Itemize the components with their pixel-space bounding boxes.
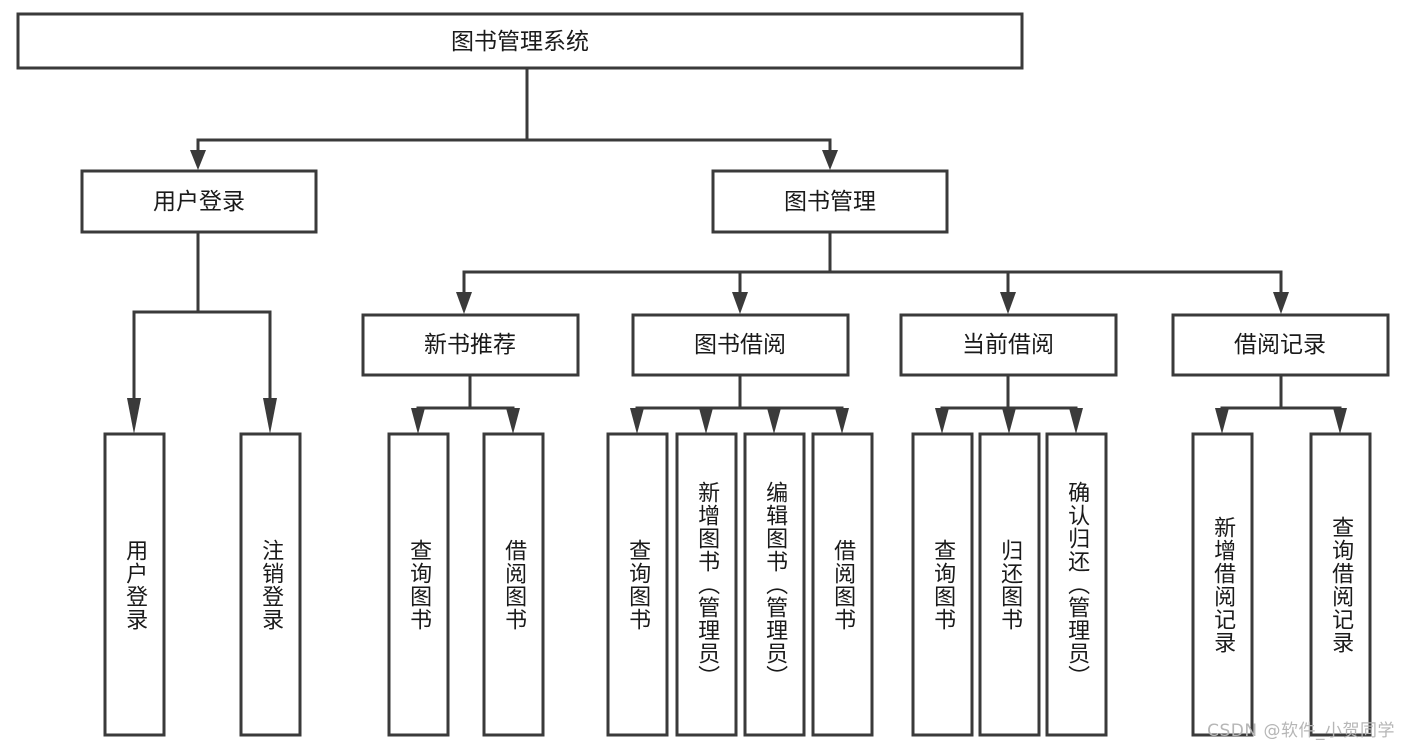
node-book-management-box[interactable] xyxy=(711,169,949,234)
arrowhead-leaf-add-book-admin xyxy=(699,408,713,434)
node-leaf-logout-login-box[interactable] xyxy=(239,432,302,737)
node-book-management-label: 图书管理 xyxy=(784,189,876,215)
arrowhead-leaf-borrow-book-1 xyxy=(506,408,520,434)
node-current-borrow[interactable]: 当前借阅 xyxy=(899,313,1118,377)
arrowhead-leaf-borrow-book-2 xyxy=(835,408,849,434)
node-book-borrow-label: 图书借阅 xyxy=(694,332,786,358)
leaf-boxes xyxy=(103,432,1372,737)
arrowhead-new-book-recommend xyxy=(456,292,472,314)
node-leaf-borrow-book-1-box[interactable] xyxy=(482,432,545,737)
node-borrow-record[interactable]: 借阅记录 xyxy=(1171,313,1390,377)
connectors-borrow-record-to-leaves xyxy=(1215,373,1347,434)
arrowhead-user-login xyxy=(190,150,206,170)
connectors-book-management-to-level3 xyxy=(456,230,1289,314)
node-book-borrow-box[interactable] xyxy=(631,313,850,377)
arrowhead-leaf-add-borrow-record xyxy=(1215,408,1229,434)
node-book-management[interactable]: 图书管理 xyxy=(711,169,949,234)
connectors-new-book-recommend-to-leaves xyxy=(411,373,520,434)
node-user-login-label: 用户登录 xyxy=(153,189,245,215)
node-leaf-query-book-3-box[interactable] xyxy=(911,432,974,737)
node-user-login-box[interactable] xyxy=(80,169,318,234)
node-leaf-confirm-return-admin-box[interactable] xyxy=(1045,432,1108,737)
arrowhead-borrow-record xyxy=(1273,292,1289,314)
node-leaf-query-book-2-box[interactable] xyxy=(606,432,669,737)
connectors-user-login-to-leaves xyxy=(127,230,277,434)
arrowhead-leaf-edit-book-admin xyxy=(767,408,781,434)
arrowhead-current-borrow xyxy=(1000,292,1016,314)
node-new-book-recommend-label: 新书推荐 xyxy=(424,332,516,358)
node-root[interactable]: 图书管理系统 xyxy=(16,12,1024,70)
arrowhead-leaf-query-book-1 xyxy=(411,408,425,434)
node-leaf-edit-book-admin-box[interactable] xyxy=(743,432,806,737)
arrowhead-leaf-confirm-return-admin xyxy=(1069,408,1083,434)
arrowhead-leaf-return-book xyxy=(1002,408,1016,434)
arrowhead-leaf-query-borrow-record xyxy=(1333,408,1347,434)
node-borrow-record-box[interactable] xyxy=(1171,313,1390,377)
csdn-watermark: CSDN @软件_小贺同学 xyxy=(1207,721,1395,741)
node-leaf-borrow-book-2-box[interactable] xyxy=(811,432,874,737)
node-leaf-user-login-box[interactable] xyxy=(103,432,166,737)
connectors-current-borrow-to-leaves xyxy=(935,373,1083,434)
node-root-label: 图书管理系统 xyxy=(451,29,589,55)
node-current-borrow-box[interactable] xyxy=(899,313,1118,377)
node-new-book-recommend-box[interactable] xyxy=(361,313,580,377)
arrowhead-leaf-query-book-2 xyxy=(630,408,644,434)
node-leaf-query-book-1-box[interactable] xyxy=(387,432,450,737)
node-leaf-query-borrow-record-box[interactable] xyxy=(1309,432,1372,737)
arrowhead-book-borrow xyxy=(732,292,748,314)
node-root-box[interactable] xyxy=(16,12,1024,70)
node-leaf-return-book-box[interactable] xyxy=(978,432,1041,737)
arrowhead-book-management xyxy=(822,150,838,170)
node-leaf-add-book-admin-box[interactable] xyxy=(675,432,738,737)
connectors-book-borrow-to-leaves xyxy=(630,373,849,434)
connectors-root-to-level2 xyxy=(190,66,838,170)
node-borrow-record-label: 借阅记录 xyxy=(1234,332,1326,358)
arrowhead-leaf-logout-login xyxy=(263,398,277,434)
node-leaf-add-borrow-record-box[interactable] xyxy=(1191,432,1254,737)
arrowhead-leaf-user-login xyxy=(127,398,141,434)
node-user-login[interactable]: 用户登录 xyxy=(80,169,318,234)
node-new-book-recommend[interactable]: 新书推荐 xyxy=(361,313,580,377)
node-current-borrow-label: 当前借阅 xyxy=(962,332,1054,358)
arrowhead-leaf-query-book-3 xyxy=(935,408,949,434)
node-book-borrow[interactable]: 图书借阅 xyxy=(631,313,850,377)
